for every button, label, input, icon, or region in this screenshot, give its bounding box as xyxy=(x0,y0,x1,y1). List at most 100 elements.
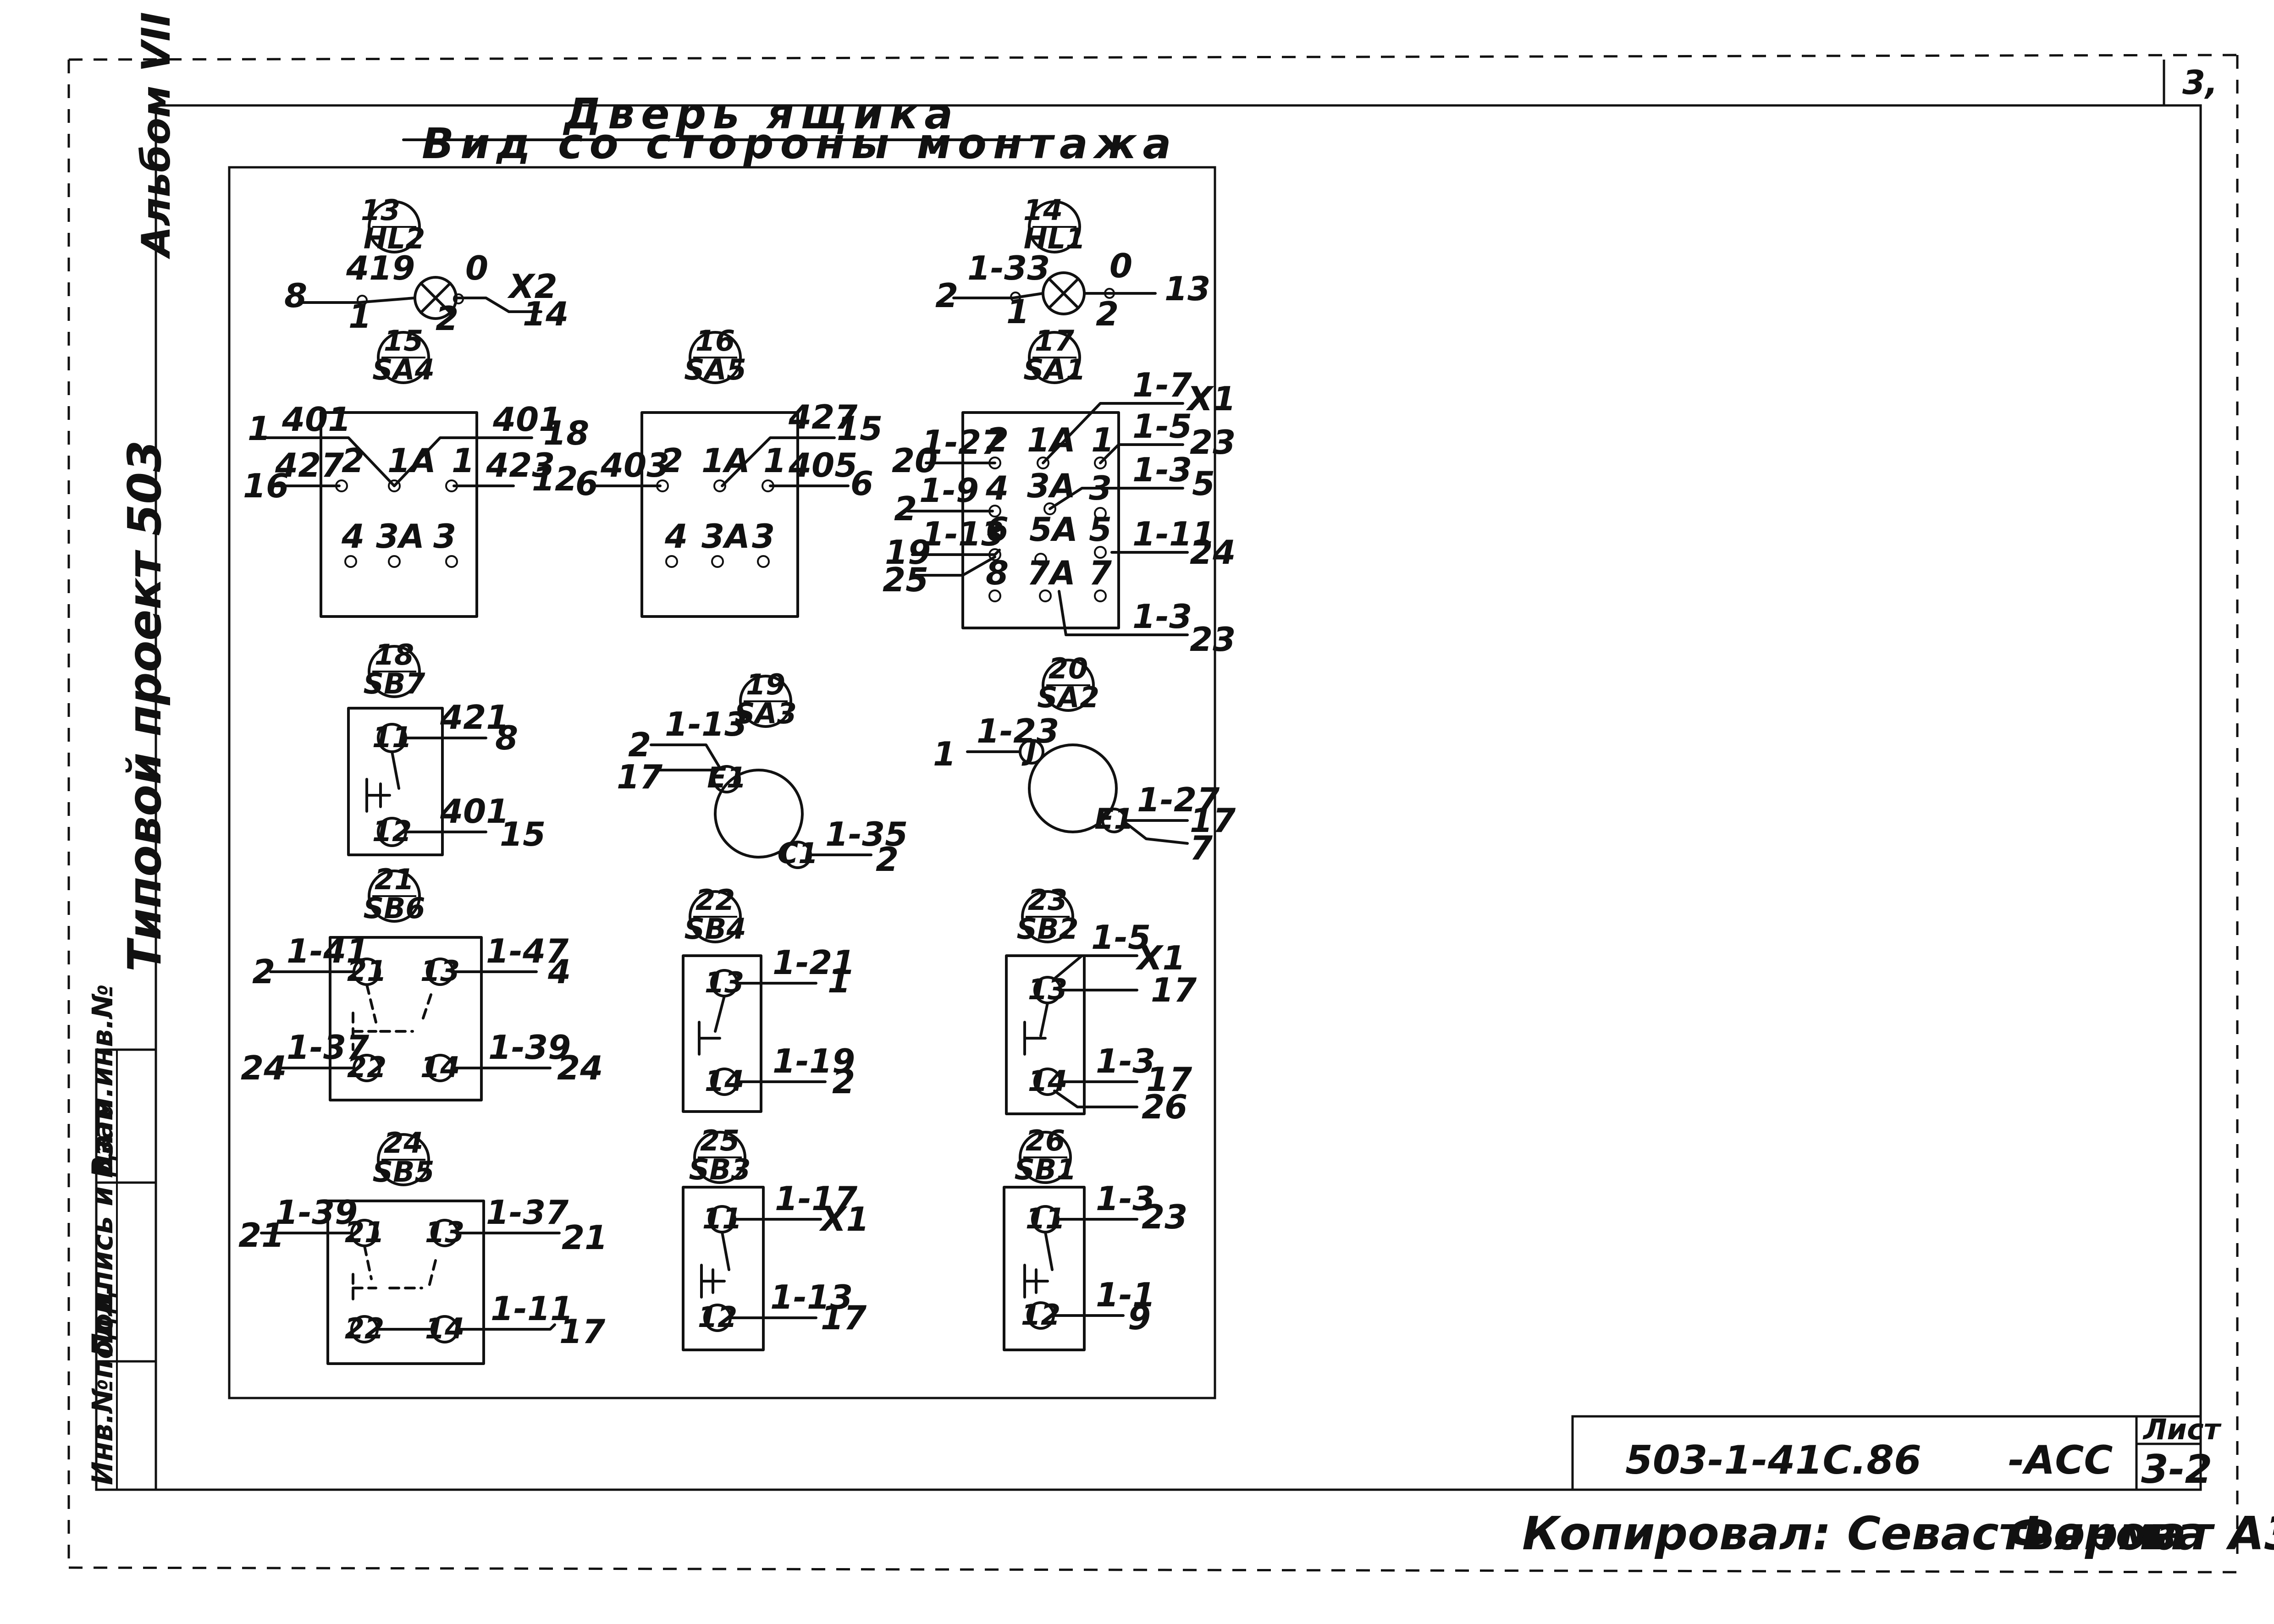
schematic-stroke xyxy=(368,870,421,923)
terminal-label: 21 xyxy=(238,1216,284,1255)
terminal-label: SB5 xyxy=(372,1155,434,1189)
schematic-stroke xyxy=(352,983,432,1051)
terminal-label: 1 xyxy=(828,962,850,1000)
schematic-stroke xyxy=(1028,743,1118,833)
schematic-stroke xyxy=(301,297,542,313)
terminal-label: 11 xyxy=(702,1202,742,1235)
terminal-label: SA1 xyxy=(1023,353,1086,386)
terminal-label: 26 xyxy=(1142,1088,1187,1126)
terminal-label: 13 xyxy=(361,193,400,227)
terminal-label: 1-13 xyxy=(770,1278,853,1316)
terminal-label: 15 xyxy=(384,324,423,358)
terminal-label: 23 xyxy=(1190,620,1236,659)
terminal-label: 8 xyxy=(284,276,307,315)
corner-mark: 3, xyxy=(2182,63,2218,102)
terminal-label: 423 xyxy=(486,446,555,484)
terminal-label: 21 xyxy=(345,1216,384,1249)
terminal-label: 20 xyxy=(892,441,938,480)
terminal-label: 0 xyxy=(465,249,488,287)
terminal-label: 403 xyxy=(600,446,669,484)
terminal-label: SA4 xyxy=(372,353,435,386)
schematic-stroke xyxy=(377,1133,430,1186)
terminal-label: 427 xyxy=(275,446,344,484)
terminal-label: 21 xyxy=(375,863,414,896)
schematic-stroke xyxy=(762,479,774,492)
terminal-label: 12 xyxy=(372,815,412,848)
terminal-label: 14 xyxy=(523,295,568,333)
schematic-stroke xyxy=(1094,589,1107,602)
terminal-label: 401 xyxy=(492,400,562,439)
component-sa4: 15 SA4 2 1A 1 4 3A 3 401 427 401 423 1 1… xyxy=(243,324,589,618)
terminal-label: 7 xyxy=(1089,554,1112,592)
schematic-stroke xyxy=(988,457,1001,469)
component-sb5: 24 SB5 21 22 13 14 1-39 1-37 1-11 21 21 … xyxy=(238,1126,607,1365)
schematic-stroke xyxy=(344,555,357,568)
schematic-stroke xyxy=(1034,553,1047,566)
terminal-label: 4 xyxy=(985,469,1009,507)
schematic-stroke xyxy=(1019,1131,1072,1184)
terminal-label: 18 xyxy=(543,414,589,452)
terminal-label: 1-3 xyxy=(1132,451,1192,489)
terminal-label: SB3 xyxy=(689,1153,751,1186)
schematic-stroke xyxy=(365,737,487,833)
terminal-label: 24 xyxy=(1190,533,1236,572)
terminal-label: 1 xyxy=(933,735,956,773)
schematic-stroke xyxy=(1042,402,1189,636)
terminal-label: 1-41 xyxy=(287,932,369,970)
schematic-stroke xyxy=(329,936,483,1101)
terminal-label: 23 xyxy=(1190,423,1236,462)
component-sa2: 20 SA2 J E1 1-23 1-27 1 17 7 xyxy=(933,652,1236,867)
terminal-label: 25 xyxy=(883,561,928,599)
terminal-label: 1-1 xyxy=(1096,1276,1155,1314)
terminal-label: 19 xyxy=(885,533,931,572)
drawing-frame xyxy=(155,104,2202,1491)
terminal-label: 14 xyxy=(1028,1064,1067,1098)
terminal-label: 1 xyxy=(452,441,475,480)
outer-dashed-border xyxy=(67,54,2239,1574)
terminal-label: 17 xyxy=(1151,971,1197,1009)
terminal-label: 14 xyxy=(425,1312,464,1345)
terminal-label: 1-33 xyxy=(967,249,1050,287)
paper-format: Формат А3 xyxy=(2008,1507,2274,1560)
schematic-stroke xyxy=(453,293,464,304)
terminal-label: 16 xyxy=(243,467,289,505)
schematic-stroke xyxy=(988,589,1001,602)
terminal-label: 1-3 xyxy=(1096,1042,1155,1080)
component-sb7: 18 SB7 11 12 421 401 8 15 xyxy=(347,638,546,856)
terminal-label: 401 xyxy=(440,792,509,831)
header-title: Дверь ящика xyxy=(563,89,959,138)
terminal-label: E1 xyxy=(1094,802,1134,836)
left-stamp-strip: Инв.№подл. Подпись и дата Взам.инв.№ xyxy=(86,984,157,1491)
component-sa3: 19 SA3 E1 C1 1-13 1-35 2 17 2 xyxy=(617,668,908,879)
schematic-stroke xyxy=(320,411,478,618)
terminal-label: 12 xyxy=(698,1300,737,1334)
terminal-label: 1-7 xyxy=(1132,366,1192,404)
terminal-label: X1 xyxy=(819,1200,869,1239)
schematic-stroke xyxy=(757,555,770,568)
terminal-label: 1-9 xyxy=(919,471,979,510)
terminal-label: 13 xyxy=(420,954,460,988)
terminal-label: 17 xyxy=(617,758,662,796)
schematic-stroke xyxy=(1104,288,1115,299)
schematic-stroke xyxy=(1043,502,1056,515)
terminal-label: 1A xyxy=(1027,421,1076,459)
terminal-label: 421 xyxy=(440,698,509,737)
schematic-stroke xyxy=(335,479,348,492)
album-label: Альбом VII xyxy=(133,12,179,259)
terminal-label: 1-13 xyxy=(665,705,747,743)
terminal-label: 11 xyxy=(1026,1202,1065,1235)
terminal-label: 1-39 xyxy=(275,1193,358,1232)
terminal-label: 15 xyxy=(837,409,883,448)
terminal-label: 18 xyxy=(375,638,414,672)
terminal-label: 1-21 xyxy=(773,943,855,982)
terminal-label: 401 xyxy=(281,400,351,439)
terminal-label: SB1 xyxy=(1014,1153,1076,1186)
schematic-stroke xyxy=(1094,546,1107,559)
terminal-label: 2 xyxy=(1096,295,1119,333)
schematic-stroke xyxy=(952,292,1157,299)
terminal-label: 1-5 xyxy=(1091,918,1151,957)
terminal-label: 3 xyxy=(433,517,456,556)
terminal-label: E1 xyxy=(707,761,746,794)
schematic-stroke xyxy=(1028,331,1081,384)
